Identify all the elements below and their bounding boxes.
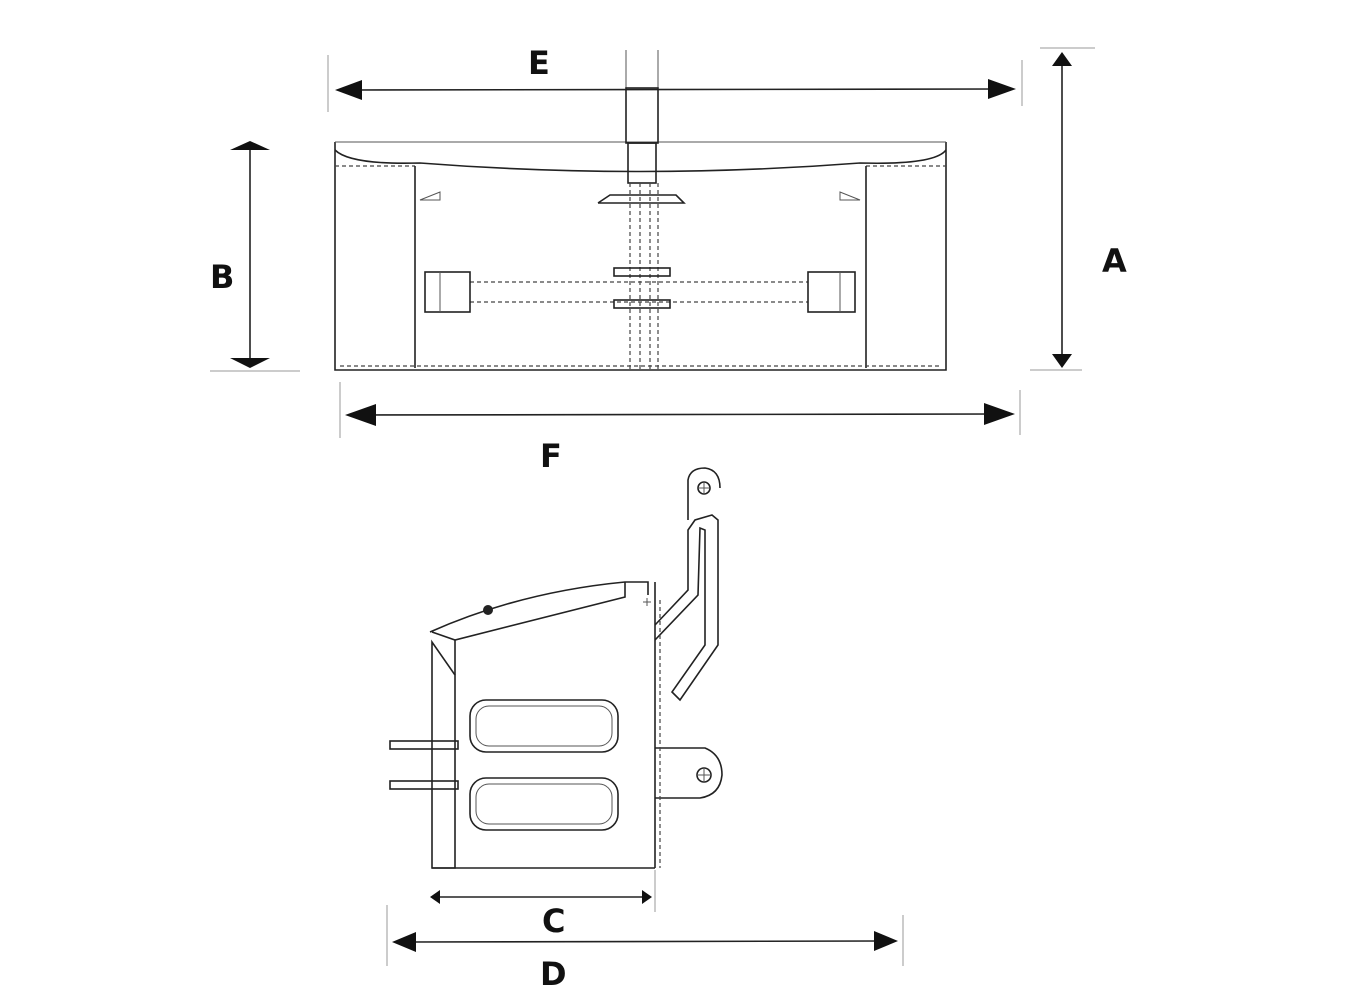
dimension-D: D: [386, 905, 904, 993]
right-weight-block: [807, 271, 856, 313]
left-weight-block: [424, 271, 471, 313]
bottom-pin-cross: [697, 768, 711, 782]
label-B: B: [210, 258, 234, 296]
side-lid: [431, 582, 626, 641]
upper-slot-inner: [475, 705, 613, 747]
right-tab: [839, 191, 861, 201]
column-crossplate: [597, 194, 686, 204]
dimension-C: C: [430, 870, 656, 940]
left-tab: [419, 191, 441, 201]
lower-slot-inner: [475, 783, 613, 825]
dimension-A: A: [1030, 47, 1127, 371]
side-front-plate: [431, 639, 456, 869]
center-clamp-bottom: [613, 299, 671, 309]
dimension-F: F: [339, 382, 1021, 475]
column-top-block: [625, 87, 659, 144]
label-E: E: [528, 44, 550, 82]
center-clamp-top: [613, 267, 671, 277]
top-lug: [687, 467, 721, 520]
hitch-arm: [654, 514, 719, 702]
top-pin-cross: [698, 482, 710, 494]
column-bracket: [627, 142, 657, 184]
front-body-outline: [334, 142, 947, 371]
lid-hinge-bolt: [483, 605, 493, 615]
front-top-curve: [334, 149, 947, 173]
front-view: [334, 50, 947, 371]
bottom-lug: [655, 747, 723, 799]
label-C: C: [542, 902, 565, 940]
upper-pin: [389, 740, 459, 750]
dimension-E: E: [327, 44, 1023, 112]
cross-mark: [643, 598, 651, 606]
dimension-B: B: [210, 141, 300, 372]
lower-slot: [469, 777, 619, 831]
label-D: D: [540, 955, 567, 993]
side-lid-top: [429, 581, 649, 633]
side-view: [389, 467, 723, 869]
label-A: A: [1102, 242, 1127, 280]
label-F: F: [540, 437, 562, 475]
upper-slot: [469, 699, 619, 753]
lower-pin: [389, 780, 459, 790]
